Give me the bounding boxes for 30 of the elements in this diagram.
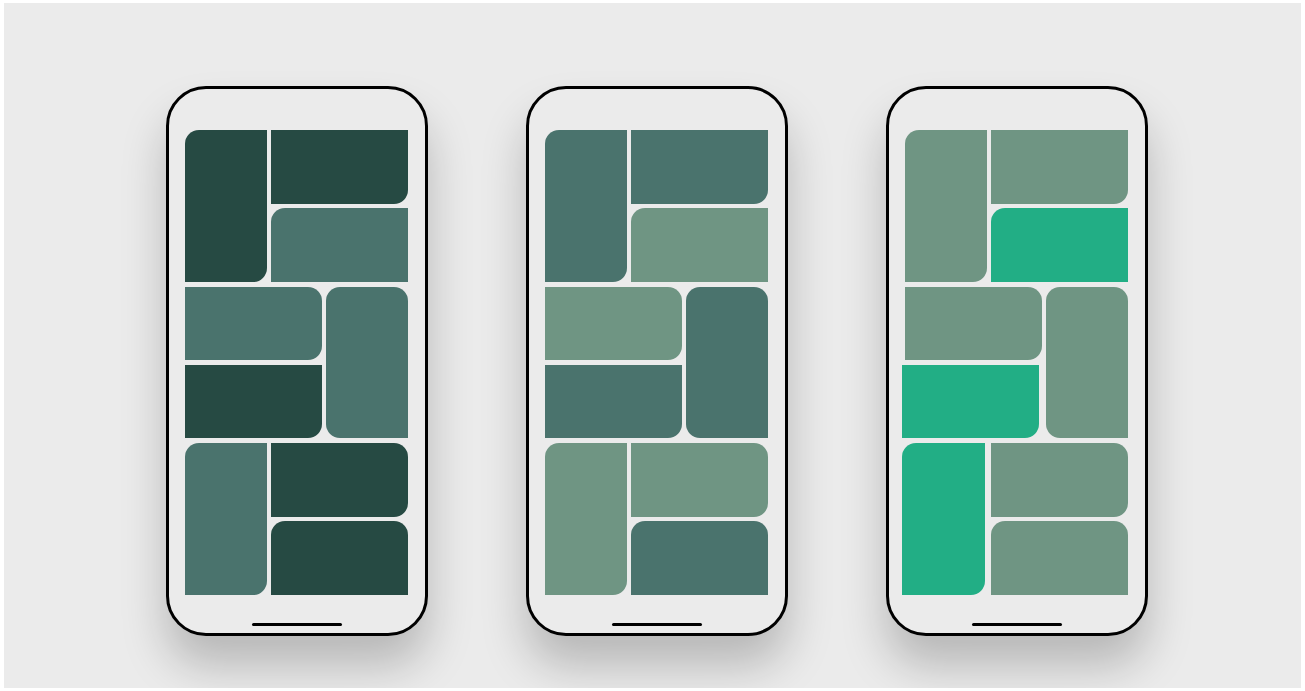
tile bbox=[545, 443, 627, 595]
tile bbox=[902, 365, 1039, 438]
tile bbox=[271, 443, 408, 517]
tile bbox=[271, 521, 408, 595]
phone-frame bbox=[166, 86, 428, 636]
tile bbox=[631, 208, 768, 282]
tile bbox=[991, 521, 1128, 595]
tile bbox=[545, 287, 682, 360]
tile bbox=[185, 287, 322, 360]
tile bbox=[991, 208, 1128, 282]
tile bbox=[905, 287, 1042, 360]
tile bbox=[271, 208, 408, 282]
tile bbox=[185, 443, 267, 595]
tile bbox=[991, 130, 1128, 204]
tile bbox=[686, 287, 768, 438]
tile bbox=[545, 365, 682, 438]
tile bbox=[631, 521, 768, 595]
phone-frame bbox=[886, 86, 1148, 636]
tile bbox=[185, 365, 322, 438]
tile bbox=[902, 443, 985, 595]
tile bbox=[1046, 287, 1128, 438]
tile bbox=[631, 130, 768, 204]
tile bbox=[326, 287, 408, 438]
tile bbox=[905, 130, 987, 282]
tile bbox=[545, 130, 627, 282]
tile bbox=[185, 130, 267, 282]
tile bbox=[991, 443, 1128, 517]
tile bbox=[271, 130, 408, 204]
tile bbox=[631, 443, 768, 517]
phone-frame bbox=[526, 86, 788, 636]
